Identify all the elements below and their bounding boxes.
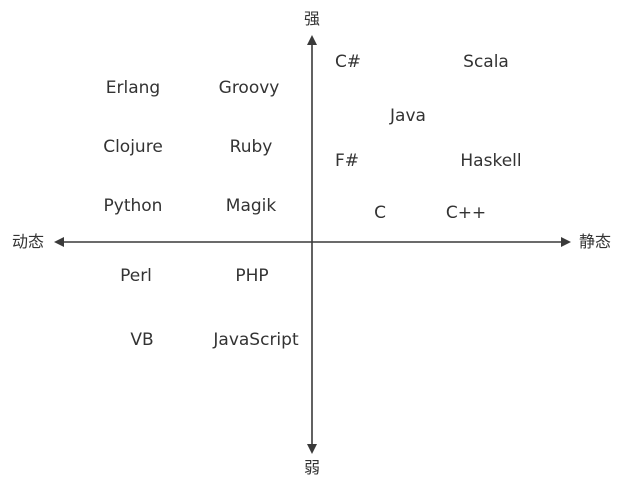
language-magik: Magik [225,196,277,216]
axis-label-static: 静态 [578,232,612,251]
language-clojure: Clojure [103,137,163,157]
language-php: PHP [235,266,269,286]
language-fsharp: F# [334,151,360,171]
axis-label-strong: 强 [303,9,321,28]
language-c: C [374,203,386,223]
language-ruby: Ruby [229,137,273,157]
language-vb: VB [130,330,154,350]
language-groovy: Groovy [218,78,280,98]
language-cpp: C++ [445,203,487,223]
axis-label-weak: 弱 [303,458,321,477]
language-javascript: JavaScript [213,330,299,350]
language-java: Java [390,106,426,126]
language-erlang: Erlang [105,78,161,98]
language-scala: Scala [463,52,509,72]
language-csharp: C# [334,52,362,72]
language-python: Python [103,196,163,216]
language-perl: Perl [120,266,152,286]
language-haskell: Haskell [460,151,522,171]
axis-label-dynamic: 动态 [11,232,45,251]
